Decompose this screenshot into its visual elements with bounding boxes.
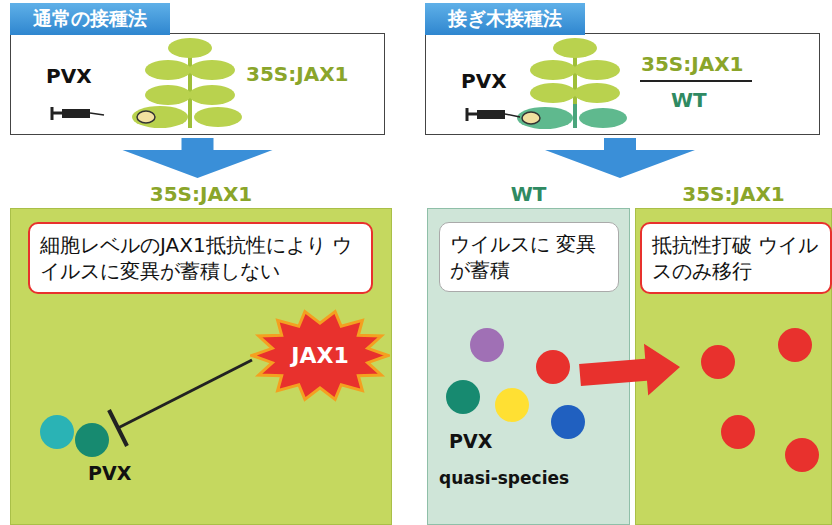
graft-line (640, 80, 752, 82)
note-box: 抵抗性打破 ウイルスのみ移行 (640, 222, 832, 294)
syringe-body (62, 109, 90, 118)
method-box: PVX 35S:JAX1WT (425, 33, 820, 135)
virus-particle (785, 438, 819, 472)
jax1-starburst: JAX1 (250, 308, 390, 403)
method-tab: 通常の接種法 (10, 3, 170, 35)
leaf (189, 85, 235, 105)
method-tab: 接ぎ木接種法 (425, 3, 585, 35)
leaf (145, 85, 191, 105)
tab-title: 通常の接種法 (33, 6, 147, 32)
syringe-plunger (51, 107, 54, 120)
virus-particle (446, 380, 480, 414)
label-text: 35S:JAX1 (641, 52, 744, 76)
leaf (530, 83, 576, 103)
label-text: 35S:JAX1 (246, 62, 349, 86)
label-text: PVX (88, 462, 131, 484)
rootstock-leaf (579, 108, 627, 128)
panel-heading: WT (427, 182, 630, 206)
plant-panel: 35S:JAX1 抵抗性打破 ウイルスのみ移行 (635, 180, 832, 525)
panel-heading: 35S:JAX1 (635, 182, 832, 206)
note-text: ウイルスに 変異が蓄積 (450, 231, 608, 283)
syringe-needle (90, 113, 104, 115)
method-box: PVX 35S:JAX1 (10, 33, 385, 135)
label-text: PVX (449, 430, 492, 452)
virus-particle (778, 328, 812, 362)
label-holder: PVX (46, 64, 92, 88)
label-holder: WT (671, 88, 707, 112)
virus-particle (40, 415, 74, 449)
leaf (168, 38, 212, 58)
plant-35s (132, 38, 242, 128)
syringe (52, 107, 155, 123)
label-holder: 35S:JAX1 (641, 52, 744, 76)
label-text: PVX (461, 69, 507, 93)
label-holder: quasi-species (439, 468, 569, 488)
virus-particle (495, 388, 529, 422)
syringe (467, 108, 540, 124)
flow-arrow (579, 344, 680, 396)
starburst-outline (252, 312, 388, 400)
burst-text: JAX1 (291, 343, 348, 368)
leaf (574, 60, 620, 80)
note-box: ウイルスに 変異が蓄積 (439, 222, 619, 292)
syringe-plunger (466, 108, 469, 121)
inhibition-line (118, 360, 252, 428)
virus-particle (701, 345, 735, 379)
leaf (553, 38, 597, 58)
virus-particle (75, 423, 109, 457)
virus-particle (536, 350, 570, 384)
leaf (574, 83, 620, 103)
note-box: 細胞レベルのJAX1抵抗性により ウイルスに変異が蓄積しない (28, 222, 373, 294)
label-text: WT (671, 88, 707, 112)
label-holder: PVX (449, 430, 492, 452)
leaf (132, 106, 188, 128)
plant-panel: WT PVX quasi-species ウイルスに 変異が蓄積 (427, 180, 630, 525)
flow-arrow (545, 138, 695, 178)
inoculation-spot (137, 111, 155, 123)
plant-panel: 35S:JAX1PVX 細胞レベルのJAX1抵抗性により ウイルスに変異が蓄積しな… (10, 180, 392, 525)
tab-title: 接ぎ木接種法 (448, 6, 562, 32)
syringe-body (477, 110, 505, 119)
leaf (194, 107, 242, 127)
label-holder: PVX (461, 69, 507, 93)
virus-particle (721, 415, 755, 449)
plant-graft (517, 38, 627, 129)
label-holder: 35S:JAX1 (246, 62, 349, 86)
inhibition-bar (109, 410, 127, 446)
virus-particle (470, 328, 504, 362)
label-text: quasi-species (439, 468, 569, 488)
inoculation-spot (522, 112, 540, 124)
note-text: 抵抗性打破 ウイルスのみ移行 (652, 232, 820, 284)
panel-heading: 35S:JAX1 (10, 182, 392, 206)
virus-particle (551, 405, 585, 439)
leaf (145, 60, 191, 80)
rootstock-leaf (517, 107, 573, 129)
label-text: PVX (46, 64, 92, 88)
leaf (530, 60, 576, 80)
label-holder: PVX (88, 462, 131, 484)
note-text: 細胞レベルのJAX1抵抗性により ウイルスに変異が蓄積しない (40, 232, 361, 284)
syringe-needle (505, 114, 520, 117)
rootstock-stem (573, 104, 577, 128)
flow-arrow (123, 138, 273, 178)
leaf (189, 60, 235, 80)
